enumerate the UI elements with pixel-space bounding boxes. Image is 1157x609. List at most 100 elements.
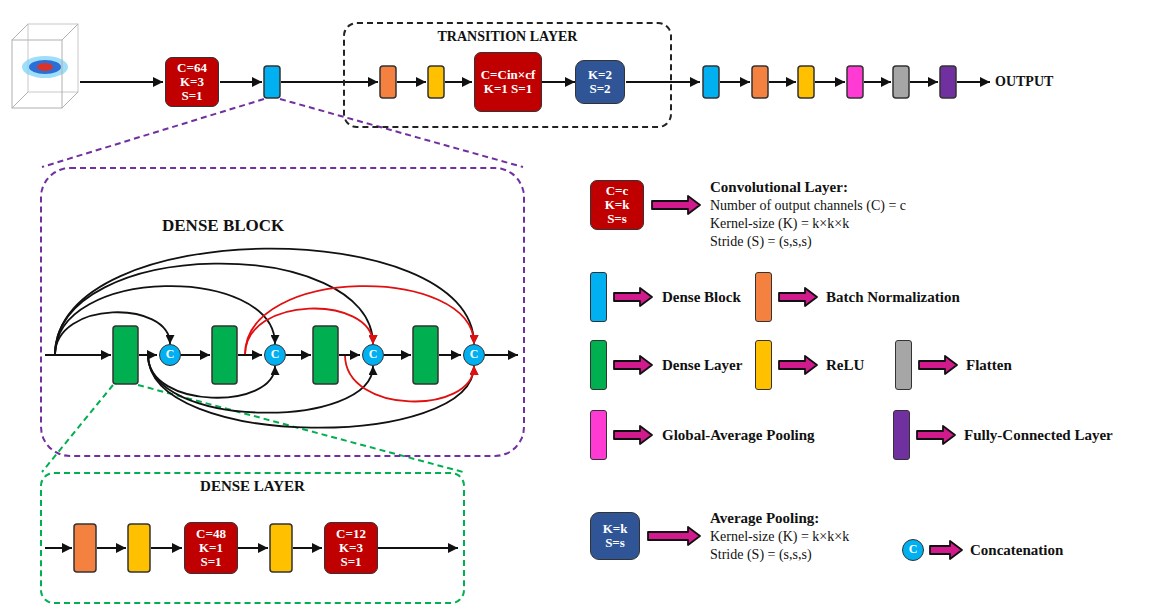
concat-circle: C bbox=[362, 344, 384, 366]
legend-arrow bbox=[652, 196, 700, 214]
volume-halo bbox=[22, 56, 68, 78]
zoom-guide bbox=[42, 385, 113, 472]
flow-arrow bbox=[181, 354, 210, 356]
concat-circle: C bbox=[463, 344, 485, 366]
flow-arrow bbox=[864, 81, 891, 83]
flow-arrow bbox=[238, 547, 268, 549]
conv-layer-box: C=Cin×cf K=1 S=1 bbox=[474, 52, 542, 112]
flow-arrow bbox=[80, 81, 163, 83]
node-text: C=48 K=1 S=1 bbox=[196, 527, 226, 570]
skip-connection bbox=[148, 355, 373, 413]
transition-layer-frame: TRANSITION LAYER C=Cin×cf K=1 S=1 K=2 S=2 bbox=[343, 22, 672, 128]
conv-layer-box: C=12 K=3 S=1 bbox=[324, 522, 378, 574]
conv-layer-box: C=64 K=3 S=1 bbox=[165, 57, 219, 107]
zoom-guide bbox=[42, 99, 264, 167]
flow-arrow bbox=[957, 81, 990, 83]
batch-norm-symbol bbox=[74, 524, 96, 572]
legend-swatch bbox=[755, 340, 772, 390]
flow-arrow bbox=[238, 354, 262, 356]
node-text: TRANSITION LAYER bbox=[345, 29, 670, 44]
node-text: K=2 S=2 bbox=[588, 68, 612, 97]
legend-description: Number of output channels (C) = c bbox=[710, 198, 906, 213]
legend-description: Kernel-size (K) = k×k×k bbox=[710, 216, 849, 231]
legend-swatch bbox=[895, 340, 912, 390]
dense-layer-symbol bbox=[413, 326, 438, 384]
legend-swatch bbox=[590, 410, 607, 460]
flow-arrow bbox=[384, 354, 411, 356]
dense-layer-symbol bbox=[212, 326, 237, 384]
legend-concat-sample: C bbox=[902, 539, 924, 561]
node-text: C bbox=[470, 348, 479, 361]
flow-arrow bbox=[139, 354, 157, 356]
node-text: DENSE BLOCK bbox=[162, 217, 284, 236]
legend-description: Stride (S) = (s,s,s) bbox=[710, 234, 812, 249]
node-text: C bbox=[369, 348, 378, 361]
legend-text: Dense Layer bbox=[662, 357, 742, 374]
dense-layer-symbol bbox=[313, 326, 338, 384]
volume-body bbox=[29, 60, 61, 74]
flow-arrow bbox=[815, 81, 845, 83]
legend-text: Dense Block bbox=[662, 289, 741, 306]
legend-text: Fully-Connected Layer bbox=[964, 427, 1113, 444]
legend-swatch bbox=[755, 272, 772, 322]
node-text: C bbox=[909, 543, 918, 556]
legend-heading: Convolutional Layer: bbox=[710, 179, 848, 196]
dense-block-symbol bbox=[703, 66, 719, 98]
volume-core bbox=[37, 63, 53, 71]
legend-swatch bbox=[590, 272, 607, 322]
output-label: OUTPUT bbox=[995, 74, 1053, 89]
flow-arrow bbox=[397, 81, 426, 83]
flow-arrow bbox=[220, 81, 262, 83]
flow-arrow bbox=[445, 81, 472, 83]
legend-arrow bbox=[614, 356, 652, 374]
legend-text: Batch Normalization bbox=[826, 289, 960, 306]
batch-norm-symbol bbox=[380, 66, 396, 98]
legend-swatch bbox=[893, 410, 910, 460]
flow-arrow bbox=[378, 547, 458, 549]
dense-layer-symbol bbox=[113, 326, 138, 384]
node-text: C=Cin×cf K=1 S=1 bbox=[481, 68, 536, 97]
node-text: C=c K=k S=s bbox=[605, 184, 630, 227]
flow-arrow bbox=[439, 354, 461, 356]
legend-arrow bbox=[779, 356, 817, 374]
flow-arrow bbox=[720, 81, 750, 83]
legend-pool-sample: K=k S=s bbox=[590, 512, 640, 560]
batch-norm-symbol bbox=[752, 66, 768, 98]
legend-arrow bbox=[614, 288, 652, 306]
legend-arrow bbox=[930, 541, 962, 559]
legend-description: Stride (S) = (s,s,s) bbox=[710, 547, 812, 562]
flow-arrow bbox=[281, 81, 378, 83]
legend-heading: Average Pooling: bbox=[710, 510, 819, 527]
flow-arrow bbox=[769, 81, 796, 83]
node-text: C bbox=[166, 348, 175, 361]
volume-cube-edge bbox=[62, 24, 78, 40]
legend-swatch bbox=[590, 340, 607, 390]
volume-cube-edge bbox=[62, 92, 78, 108]
legend-text: Global-Average Pooling bbox=[662, 427, 815, 444]
legend-description: Kernel-size (K) = k×k×k bbox=[710, 529, 849, 544]
concat-circle: C bbox=[264, 344, 286, 366]
volume-cube-edge bbox=[12, 24, 28, 40]
gap-symbol bbox=[847, 66, 863, 98]
flow-arrow bbox=[151, 547, 182, 549]
relu-symbol bbox=[128, 524, 150, 572]
volume-cube-front bbox=[12, 40, 62, 108]
flow-arrow bbox=[286, 354, 311, 356]
legend-text: Concatenation bbox=[970, 542, 1063, 559]
dense-block-symbol bbox=[264, 66, 280, 98]
flow-arrow bbox=[485, 354, 518, 356]
legend-arrow bbox=[614, 426, 652, 444]
legend-conv-sample: C=c K=k S=s bbox=[590, 180, 644, 230]
legend-arrow bbox=[779, 288, 817, 306]
node-text: C=64 K=3 S=1 bbox=[177, 61, 207, 104]
legend-arrow bbox=[648, 527, 700, 545]
relu-symbol bbox=[428, 66, 444, 98]
flow-arrow bbox=[910, 81, 938, 83]
legend-text: ReLU bbox=[826, 357, 864, 374]
conv-layer-box: C=48 K=1 S=1 bbox=[184, 522, 238, 574]
flow-connector bbox=[542, 81, 575, 83]
relu-symbol bbox=[270, 524, 292, 572]
dense-layer-frame: DENSE LAYERC=48 K=1 S=1C=12 K=3 S=1 bbox=[40, 472, 465, 604]
flow-arrow bbox=[626, 81, 700, 83]
